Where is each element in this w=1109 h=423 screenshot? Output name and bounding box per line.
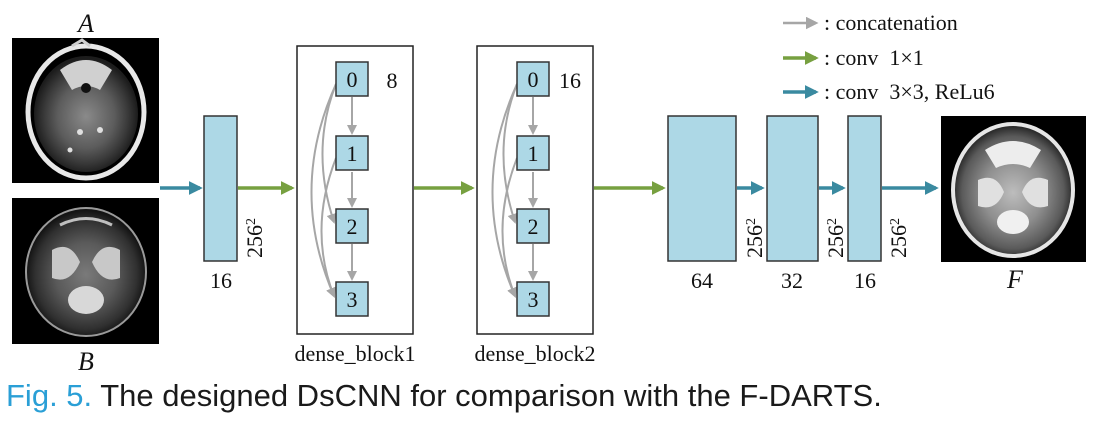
dense2-node-3-label: 3: [528, 287, 539, 312]
dense1-node-2: [335, 208, 369, 244]
encoder-channels: 16: [210, 268, 232, 293]
input-label-a: A: [76, 9, 94, 38]
dense1-node-0-label: 0: [347, 67, 358, 92]
output-label-f: F: [1006, 265, 1024, 294]
decoder-1-size: 2562: [742, 218, 767, 258]
dense-block-1: [296, 45, 414, 335]
dense2-node-1-label: 1: [528, 141, 539, 166]
encoder-block: [203, 115, 238, 262]
dense1-node-2-label: 2: [347, 214, 358, 239]
dense2-growth: 16: [559, 68, 581, 93]
decoder-block-2: [766, 115, 819, 262]
dense1-growth: 8: [387, 68, 398, 93]
input-image-a: [12, 38, 159, 183]
figure-caption: Fig. 5. The designed DsCNN for compariso…: [6, 378, 882, 414]
decoder-3-size: 2562: [886, 218, 911, 258]
legend: [783, 16, 819, 99]
dense2-node-0-label: 0: [528, 67, 539, 92]
decoder-1-channels: 64: [691, 268, 713, 293]
input-image-b: [12, 198, 159, 344]
dense2-node-2-label: 2: [528, 214, 539, 239]
dense-block-2: [476, 45, 594, 335]
legend-conv3-label: : conv 3×3, ReLu6: [824, 79, 995, 104]
legend-conv1-label: : conv 1×1: [824, 45, 924, 70]
dense1-node-1: [335, 135, 369, 171]
dense1-node-0: [335, 61, 369, 97]
legend-concat-label: : concatenation: [824, 10, 958, 35]
caption-text: The designed DsCNN for comparison with t…: [92, 378, 882, 413]
figure-number: Fig. 5.: [6, 378, 93, 413]
dense2-node-1: [516, 135, 550, 171]
dense1-node-1-label: 1: [347, 141, 358, 166]
input-label-b: B: [78, 347, 94, 376]
decoder-block-1: [667, 115, 737, 262]
dense1-node-3-label: 3: [347, 287, 358, 312]
decoder-3-channels: 16: [854, 268, 876, 293]
decoder-2-size: 2562: [823, 218, 848, 258]
dense1-name: dense_block1: [295, 341, 416, 366]
encoder-size: 2562: [242, 218, 267, 258]
dense2-node-2: [516, 208, 550, 244]
output-image-f: [941, 116, 1086, 262]
dense2-node-0: [516, 61, 550, 97]
dense2-node-3: [516, 281, 550, 317]
decoder-block-3: [847, 115, 882, 262]
dense2-name: dense_block2: [475, 341, 596, 366]
decoder-2-channels: 32: [781, 268, 803, 293]
dense1-node-3: [335, 281, 369, 317]
